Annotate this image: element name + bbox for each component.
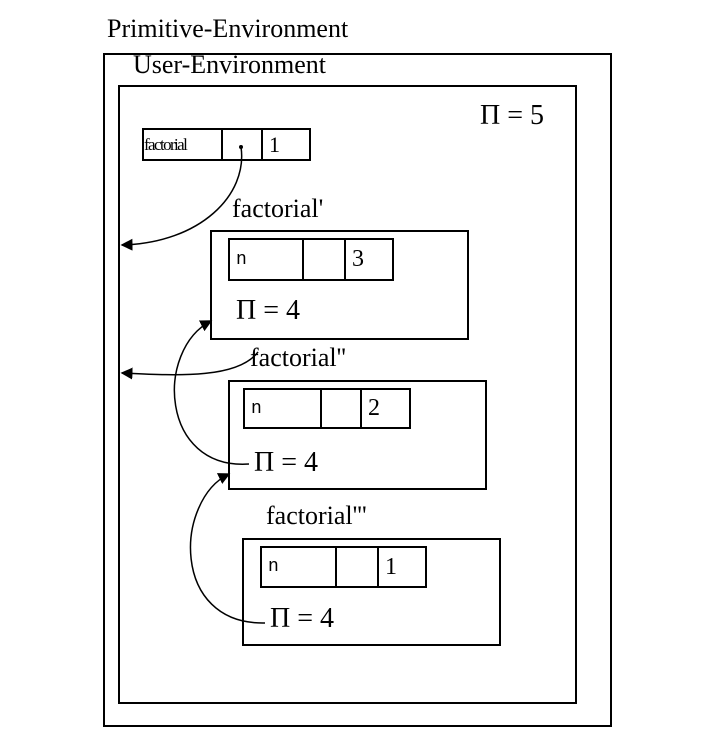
factorial-binding-name: factorial: [144, 134, 188, 154]
factorial-binding-value: 1: [269, 131, 280, 157]
frame-1-binding-pointer-cell: [302, 240, 344, 279]
factorial-binding-value-cell: 1: [261, 130, 311, 159]
user-environment-title: User-Environment: [133, 50, 326, 79]
primitive-environment-title: Primitive-Environment: [107, 14, 349, 43]
frame-1-pi: Π = 4: [236, 295, 301, 326]
frame-2-title: factorial'': [250, 343, 346, 372]
frame-2-binding-value: 2: [368, 395, 380, 421]
frame-3-binding-name-cell: n: [262, 548, 335, 586]
user-environment-frame: [118, 85, 577, 704]
frame-3-pi: Π = 4: [270, 603, 335, 634]
factorial-binding-name-cell: factorial: [144, 130, 221, 159]
frame-3-binding-value-cell: 1: [377, 548, 427, 586]
frame-1-binding-name: n: [236, 249, 247, 270]
frame-3-binding-value: 1: [385, 553, 397, 580]
frame-1-binding: n 3: [228, 238, 394, 281]
frame-2-binding-name: n: [251, 398, 262, 419]
user-environment-pi: Π = 5: [480, 100, 545, 131]
frame-1-title: factorial': [232, 194, 324, 223]
factorial-binding-pointer-cell: [221, 130, 261, 159]
factorial-binding: factorial 1: [142, 128, 311, 161]
frame-3-title: factorial''': [266, 501, 367, 530]
frame-1-binding-name-cell: n: [230, 240, 302, 279]
frame-3-binding-name: n: [268, 557, 279, 577]
frame-3-binding: n 1: [260, 546, 427, 588]
frame-2-binding-pointer-cell: [320, 390, 360, 427]
frame-1-binding-value-cell: 3: [344, 240, 394, 279]
primitive-environment-frame: [103, 53, 612, 727]
frame-3-binding-pointer-cell: [335, 548, 377, 586]
frame-1: [210, 230, 469, 340]
frame-2-binding: n 2: [243, 388, 411, 429]
frame-2-binding-value-cell: 2: [360, 390, 411, 427]
frame-1-binding-value: 3: [352, 246, 364, 272]
frame-2-binding-name-cell: n: [245, 390, 320, 427]
frame-2-pi: Π = 4: [254, 447, 319, 478]
